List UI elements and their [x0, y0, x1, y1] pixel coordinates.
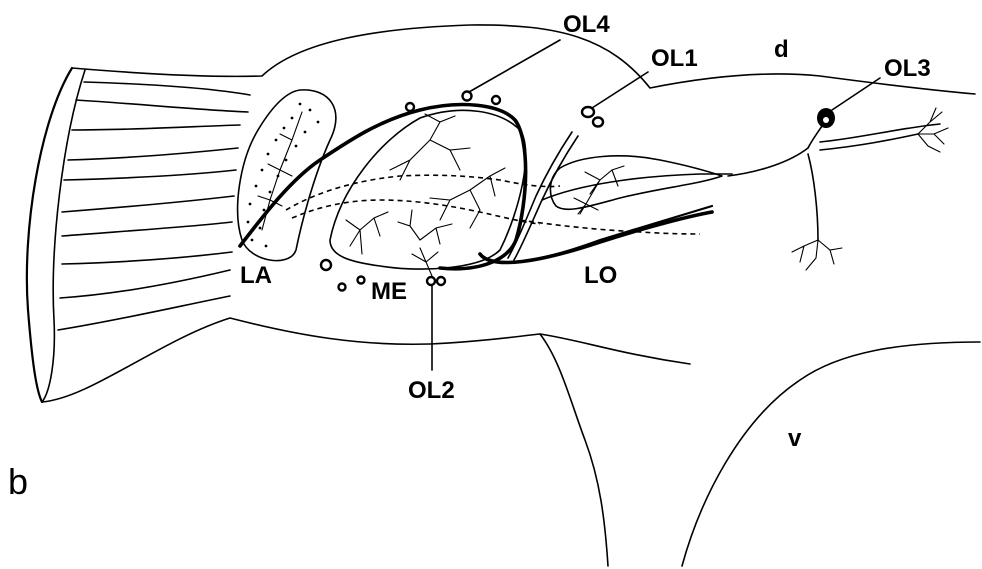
label-ol2: OL2 — [408, 377, 455, 404]
retina — [27, 68, 250, 402]
label-d: d — [774, 36, 789, 63]
label-ol1: OL1 — [651, 45, 698, 72]
ol2-soma — [427, 277, 435, 285]
label-v: v — [788, 425, 802, 452]
label-ol4: OL4 — [563, 11, 610, 38]
brain-outline — [42, 25, 980, 566]
ol4-soma — [463, 92, 472, 101]
label-lo: LO — [584, 262, 617, 289]
label-me: ME — [371, 278, 407, 305]
label-la: LA — [240, 262, 272, 289]
ol3-neuron — [482, 108, 948, 270]
panel-label: b — [8, 461, 28, 502]
leader-lines — [432, 40, 880, 370]
ol1-neuron — [508, 132, 732, 260]
somata — [321, 92, 835, 291]
lamina-neuropil — [238, 90, 336, 261]
lobula-neuropil — [550, 156, 722, 214]
label-ol3: OL3 — [884, 55, 931, 82]
